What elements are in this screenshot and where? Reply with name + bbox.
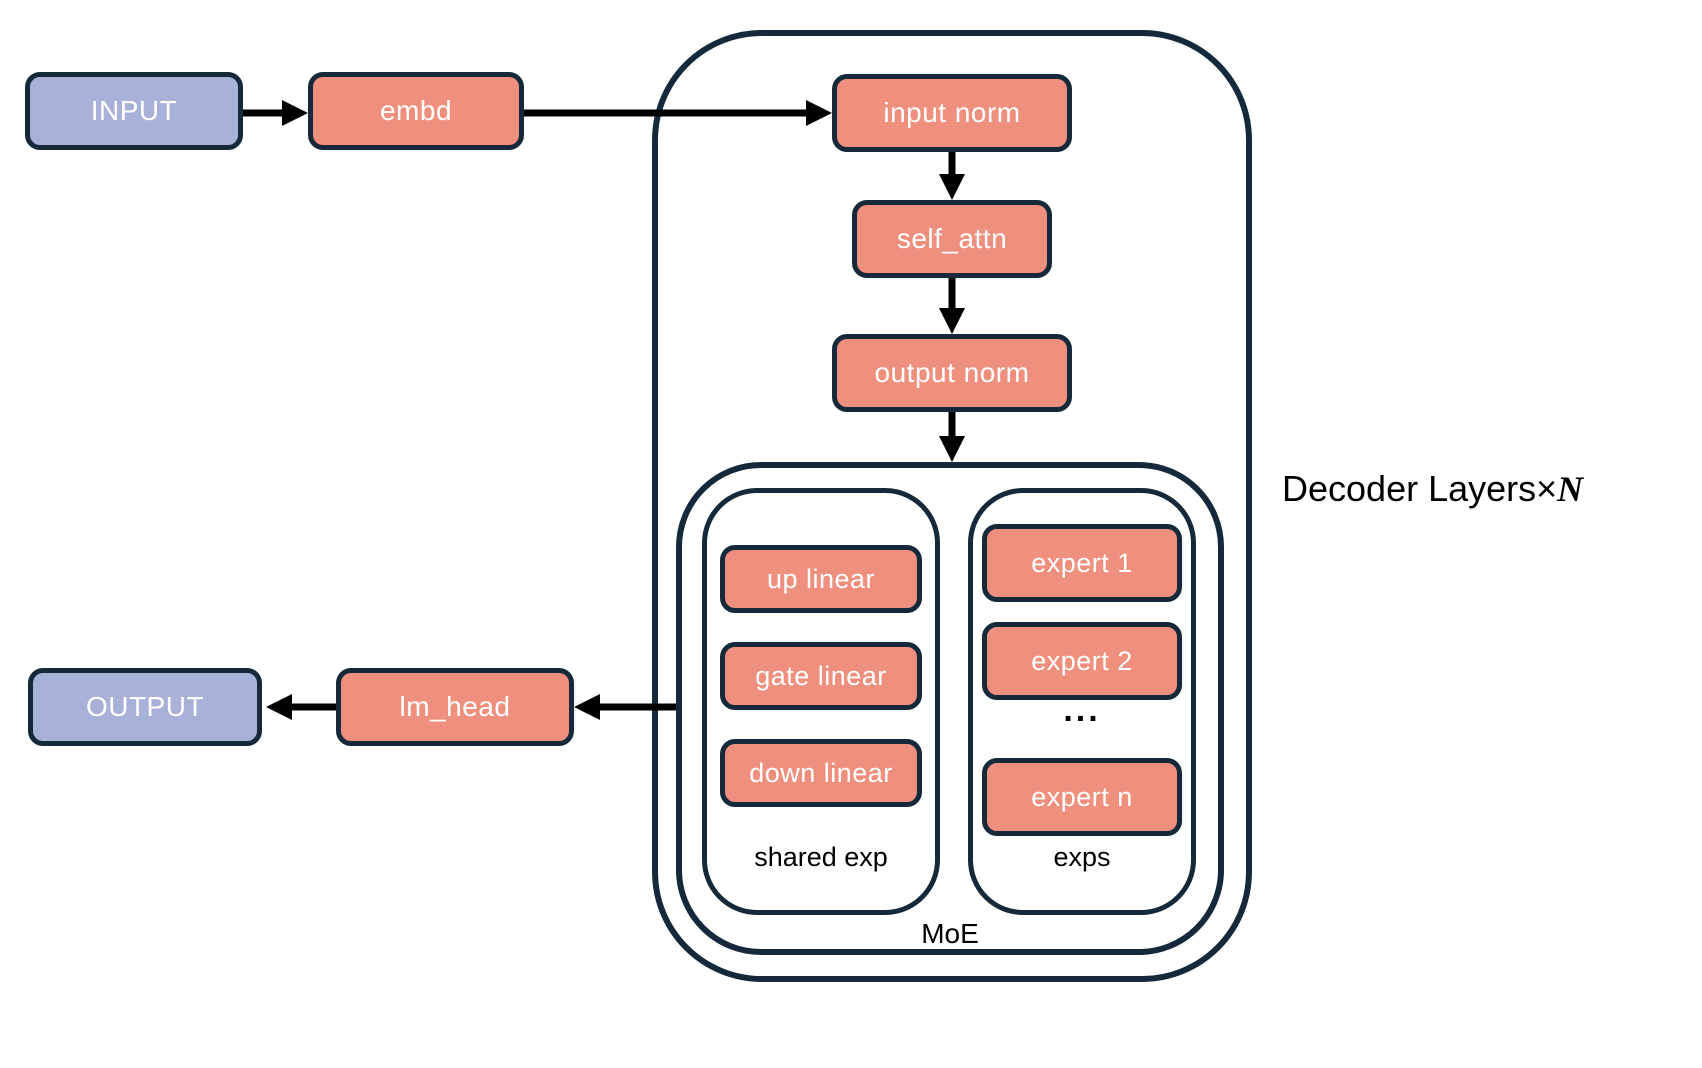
shared-exp-container xyxy=(702,488,940,915)
gate-linear-node: gate linear xyxy=(720,642,922,710)
exps-caption: exps xyxy=(1053,842,1111,872)
experts-container xyxy=(968,488,1196,915)
shared-exp-caption: shared exp xyxy=(754,842,888,872)
experts-ellipsis: ... xyxy=(1063,691,1101,729)
output-norm-node: output norm xyxy=(832,334,1072,412)
decoder-layers-title: Decoder Layers×N xyxy=(1282,468,1583,510)
up-linear-node-label: up linear xyxy=(766,563,876,594)
embd-node: embd xyxy=(308,72,524,150)
output-node-label: OUTPUT xyxy=(85,691,205,722)
lm-head-node-label: lm_head xyxy=(399,691,511,722)
moe-caption: MoE xyxy=(921,918,979,949)
decoder-layers-title-n: N xyxy=(1557,469,1584,509)
input-node: INPUT xyxy=(25,72,243,150)
expert-2-node: expert 2 xyxy=(982,622,1182,700)
moe-container xyxy=(676,462,1224,955)
input-norm-node-label: input norm xyxy=(883,97,1021,128)
gate-linear-node-label: gate linear xyxy=(755,660,887,691)
expert-n-node: expert n xyxy=(982,758,1182,836)
down-linear-node-label: down linear xyxy=(749,757,893,788)
decoder-layers-container xyxy=(652,30,1252,982)
embd-node-label: embd xyxy=(379,95,453,126)
up-linear-node: up linear xyxy=(720,545,922,613)
self-attn-node: self_attn xyxy=(852,200,1052,278)
expert-1-node: expert 1 xyxy=(982,524,1182,602)
output-norm-node-label: output norm xyxy=(874,357,1030,388)
lm-head-node: lm_head xyxy=(336,668,574,746)
expert-2-node-label: expert 2 xyxy=(1031,645,1133,676)
input-norm-node: input norm xyxy=(832,74,1072,152)
input-node-label: INPUT xyxy=(90,95,178,126)
self-attn-node-label: self_attn xyxy=(896,223,1008,254)
expert-1-node-label: expert 1 xyxy=(1031,547,1133,578)
down-linear-node: down linear xyxy=(720,739,922,807)
decoder-layers-title-text: Decoder Layers× xyxy=(1282,468,1558,509)
output-node: OUTPUT xyxy=(28,668,262,746)
expert-n-node-label: expert n xyxy=(1031,781,1133,812)
